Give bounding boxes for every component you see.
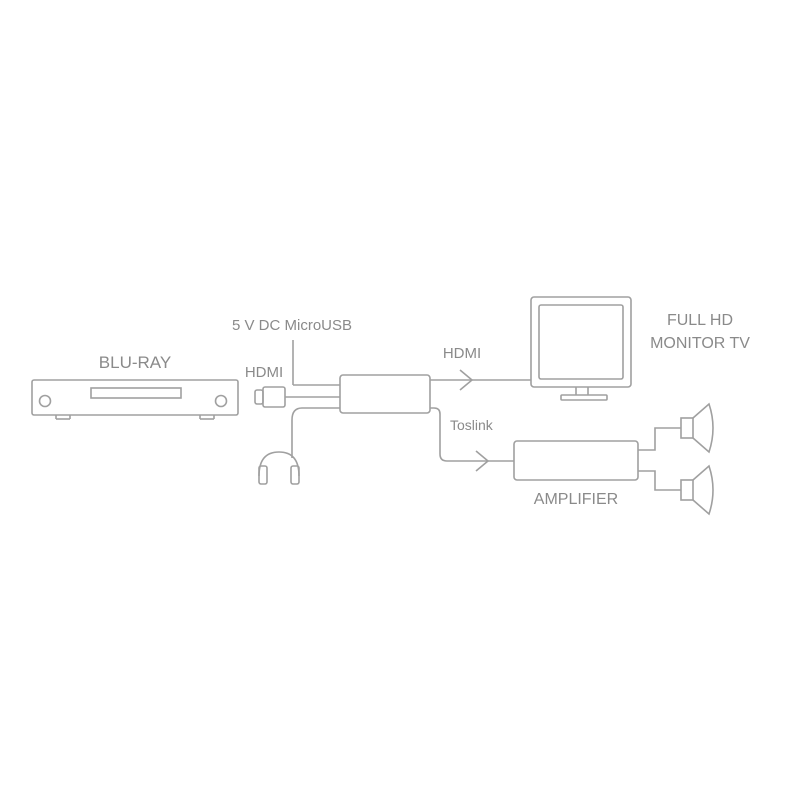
amplifier-icon xyxy=(513,440,639,481)
monitor-tv-icon xyxy=(530,296,632,401)
converter-box-icon xyxy=(339,374,431,414)
hdmi-output-label: HDMI xyxy=(443,345,481,362)
input-cables xyxy=(285,340,340,458)
toslink-cable xyxy=(430,407,514,472)
speaker-wiring xyxy=(638,427,681,491)
tv-label-line2: MONITOR TV xyxy=(650,335,750,352)
hdmi-input-label: HDMI xyxy=(245,364,283,381)
amplifier-label: AMPLIFIER xyxy=(534,491,618,508)
speaker-icon xyxy=(680,464,714,516)
hdmi-plug-icon xyxy=(254,386,286,408)
tv-label-line1: FULL HD xyxy=(667,312,733,329)
headphones-icon xyxy=(258,451,300,485)
blu-ray-player-icon xyxy=(31,379,239,420)
power-label: 5 V DC MicroUSB xyxy=(232,317,352,334)
toslink-label: Toslink xyxy=(450,417,494,433)
speaker-icon xyxy=(680,402,714,454)
bluray-label: BLU-RAY xyxy=(99,353,171,372)
hdmi-output-cable xyxy=(430,369,531,391)
